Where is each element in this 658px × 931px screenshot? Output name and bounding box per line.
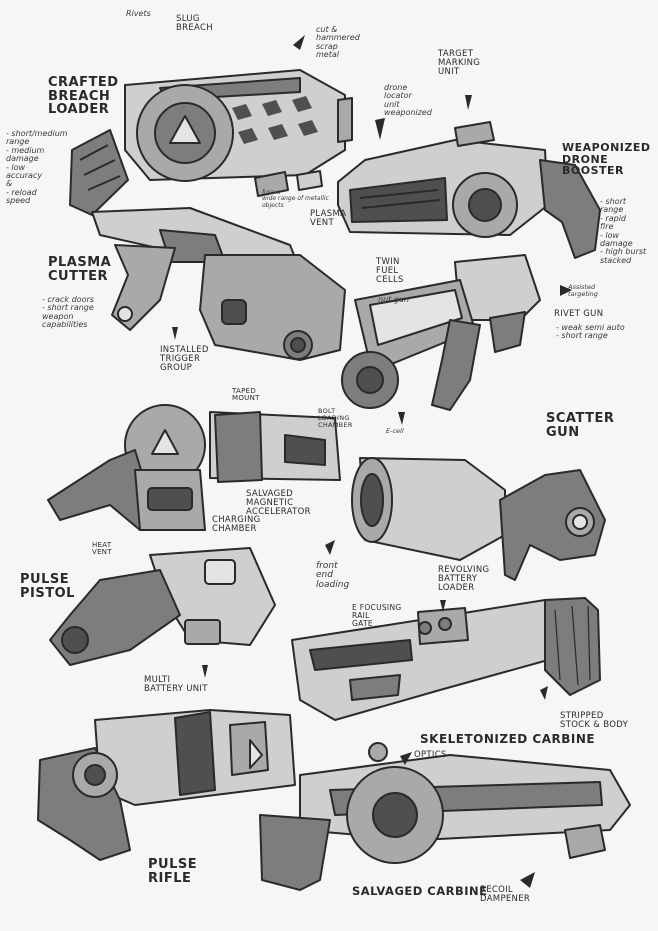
- skeletonized-carbine-sketch: [291, 597, 601, 721]
- drone-booster-notes: - short range - rapid fire - low damage …: [600, 197, 647, 265]
- pulse-pistol-lower-sketch: [49, 547, 276, 666]
- target-marking-callout: TARGET MARKING UNIT: [438, 49, 481, 77]
- drone-booster-title: WEAPONIZED DRONE BOOSTER: [562, 141, 651, 178]
- optics-callout: OPTICS: [414, 750, 447, 760]
- scatter-gun-sketch: [351, 457, 606, 581]
- bolt-loading-callout: BOLT LOADING CHAMBER: [318, 407, 353, 429]
- crafted-breach-loader-sketch: [69, 69, 353, 216]
- pulse-pistol-sketch: [47, 404, 341, 531]
- charging-chamber-callout: CHARGING CHAMBER: [212, 515, 261, 534]
- weaponized-drone-booster-sketch: [337, 121, 601, 259]
- plasma-cutter-title: PLASMA CUTTER: [48, 255, 112, 284]
- plasma-cutter-notes: - crack doors - short range weapon capab…: [42, 295, 94, 330]
- nut-gun-callout: nut gun: [378, 295, 410, 304]
- rivets-callout: Rivets: [126, 9, 151, 18]
- pulse-rifle-title: PULSE RIFLE: [148, 857, 198, 886]
- rivet-gun-notes: - weak semi auto - short range: [556, 323, 625, 341]
- multi-battery-callout: MULTI BATTERY UNIT: [144, 675, 208, 694]
- stripped-stock-callout: STRIPPED STOCK & BODY: [560, 711, 629, 730]
- revolving-battery-callout: REVOLVING BATTERY LOADER: [438, 565, 490, 593]
- salvaged-carbine-sketch: [259, 742, 631, 891]
- recoil-dampener-callout: RECOIL DAMPENER: [480, 885, 531, 904]
- heat-vent-callout: HEAT VENT: [92, 541, 112, 557]
- crafted-breach-loader-notes: - short/medium range - medium damage - l…: [6, 129, 68, 206]
- plasma-cutter-sketch: [91, 207, 346, 361]
- twin-fuel-callout: TWIN FUEL CELLS: [376, 257, 404, 285]
- callout-arrows: [172, 35, 572, 888]
- installed-trigger-callout: INSTALLED TRIGGER GROUP: [160, 345, 209, 373]
- cut-metal-callout: cut & hammered scrap metal: [316, 25, 360, 60]
- pulse-pistol-title: PULSE PISTOL: [20, 572, 75, 601]
- rivet-gun-title: RIVET GUN: [554, 309, 604, 319]
- salvaged-carbine-title: SALVAGED CARBINE: [352, 884, 488, 898]
- pulse-rifle-sketch: [37, 709, 296, 861]
- front-end-callout: front end loading: [316, 561, 350, 590]
- drone-locator-callout: drone locator unit weaponized: [384, 83, 432, 118]
- slug-breach-callout: SLUG BREACH: [176, 14, 213, 33]
- rivet-gun-sketch: [341, 254, 541, 411]
- e-cell-callout: E-cell: [386, 427, 404, 435]
- taped-mount-callout: TAPED MOUNT: [232, 387, 260, 403]
- plasma-vent-callout: PLASMA VENT: [310, 209, 347, 228]
- assisted-targeting-callout: Assisted targeting: [568, 283, 598, 298]
- skeletonized-carbine-title: SKELETONIZED CARBINE: [420, 732, 596, 746]
- crafted-breach-loader-title: CRAFTED BREACH LOADER: [48, 75, 119, 118]
- focusing-rail-callout: E FOCUSING RAIL GATE: [352, 603, 402, 628]
- scatter-gun-title: SCATTER GUN: [546, 411, 615, 440]
- fuse-callout: fuse-a wide range of metallic objects: [262, 189, 329, 209]
- salvaged-magnetic-callout: SALVAGED MAGNETIC ACCELERATOR: [246, 489, 311, 517]
